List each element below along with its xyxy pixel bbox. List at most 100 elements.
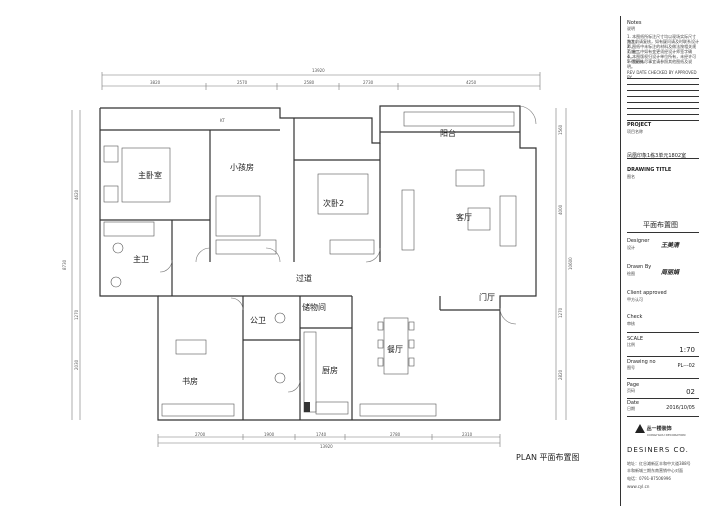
page-en: Page [627, 382, 640, 388]
floor-plan: 13920 3820 2570 2580 2730 4250 2700 1900… [62, 68, 573, 449]
address: 地址：红谷滩新区丰和中大道388号 [627, 461, 691, 466]
page-value: 02 [686, 388, 695, 396]
room-living: 客厅 [456, 212, 472, 222]
balcony-storage [403, 111, 515, 127]
notes-en: Notes [627, 20, 642, 26]
company-name-en: CONGYILOU DECORATION [647, 433, 686, 437]
project-name: 凤凰印象1栋3单元1802室 [627, 153, 687, 159]
title-block: Notes 说明 1. 本图纸所标注尺寸均以现场实际尺寸为准， 施工前请复核，如… [620, 16, 699, 506]
tv-cabinet [401, 189, 415, 251]
drawing-title-en: DRAWING TITLE [627, 167, 672, 173]
left-dim-3: 2030 [74, 359, 79, 370]
kids-bed [215, 195, 261, 237]
drawn-en: Drawn By [627, 264, 652, 270]
top-dim-5: 4250 [466, 80, 477, 85]
notes-line-6: 5. 图纸未尽事宜请参照其他图纸及说明。 [627, 59, 693, 69]
furniture [103, 111, 517, 417]
room-foyer: 门厅 [479, 292, 495, 302]
notes-line-1: 1. 本图纸所标注尺寸均以现场实际尺寸为准， [627, 34, 697, 44]
top-dim-1: 3820 [150, 80, 161, 85]
notes-line-4: 3. 施工中如有变更须经设计师签字确认。 [627, 49, 693, 59]
room-storage: 储物间 [302, 302, 326, 312]
plan-caption: PLAN 平面布置图 [516, 453, 580, 462]
date-cn: 日期 [627, 406, 635, 411]
room-bedroom2: 次卧2 [323, 198, 344, 208]
date-value: 2016/10/05 [666, 405, 695, 411]
scale-cn: 比例 [627, 342, 635, 347]
notes-line-2: 施工前请复核，如有疑问请及时联系设计师。 [627, 39, 699, 49]
date-en: Date [627, 400, 639, 406]
toilet-master [110, 276, 122, 288]
room-kids: 小孩房 [230, 162, 254, 172]
designers-co: DESINERS CO. [627, 446, 689, 454]
dining-table [383, 317, 409, 375]
room-balcony: 阳台 [440, 128, 456, 138]
right-dim-1: 1560 [558, 124, 563, 135]
check-cn: 审核 [627, 321, 635, 326]
coffee-table [467, 207, 491, 231]
bottom-dim-3: 1740 [316, 432, 327, 437]
master-bed [121, 147, 171, 203]
phone: 电话：0791-87506996 [627, 476, 671, 481]
room-dining: 餐厅 [387, 345, 403, 354]
right-total-dim: 10600 [568, 257, 573, 270]
armchair [455, 169, 485, 187]
stair-marker [304, 402, 310, 412]
top-dim-4: 2730 [363, 80, 374, 85]
kitchen-counter [303, 331, 317, 413]
bedroom2-bed [317, 173, 369, 215]
drawing-no: PL---02 [677, 363, 696, 369]
right-dim-4: 2820 [558, 369, 563, 380]
client-cn: 甲方认可 [627, 297, 643, 302]
check-en: Check [627, 314, 643, 320]
company-logo: 丛一楼装饰 CONGYILOU DECORATION [635, 424, 699, 438]
room-kitchen: 厨房 [322, 365, 338, 375]
drawing-title-cn: 图名 [627, 174, 635, 179]
drawing-no-en: Drawing no [627, 359, 656, 365]
right-dim-2: 4000 [558, 204, 563, 215]
project-cn: 项目名称 [627, 129, 643, 134]
bottom-total-dim: 13920 [320, 444, 333, 449]
drawing-no-cn: 图号 [627, 365, 635, 370]
designer-cn: 设计 [627, 245, 635, 250]
project-en: PROJECT [627, 122, 652, 128]
doors [159, 105, 537, 393]
left-total-dim: 8730 [62, 259, 67, 270]
left-dim-2: 1270 [74, 309, 79, 320]
notes-line-3: 2. 图纸中未标注的材料及做法按相关规范施工。 [627, 44, 697, 54]
study-desk [175, 339, 207, 355]
bottom-dim-5: 2310 [462, 432, 473, 437]
notes-line-5: 4. 本图版权归设计单位所有，未经许可不得复制。 [627, 54, 697, 64]
room-master-bath: 主卫 [133, 254, 149, 264]
right-dimension-line: 10600 1560 4000 1270 2820 [555, 108, 573, 420]
drawn-cn: 绘图 [627, 271, 635, 276]
room-corridor: 过道 [296, 273, 312, 283]
page-cn: 页码 [627, 388, 635, 393]
room-study: 书房 [182, 376, 198, 386]
master-wardrobe [103, 221, 155, 237]
top-total-dim: 13920 [312, 68, 325, 73]
kt-label: KT [220, 118, 225, 123]
address-2: 丰和新城三期东南营销中心对面 [627, 468, 683, 473]
bottom-dimension-line: 2700 1900 1740 2780 2310 13920 [157, 432, 501, 449]
top-dim-3: 2580 [304, 80, 315, 85]
bottom-dim-4: 2780 [390, 432, 401, 437]
scale-en: SCALE [627, 336, 644, 342]
top-dim-2: 2570 [237, 80, 248, 85]
toilet-public [274, 372, 286, 384]
bottom-dim-1: 2700 [195, 432, 206, 437]
notes-cn: 说明 [627, 26, 635, 31]
room-public-bath: 公卫 [250, 316, 266, 325]
walls [99, 105, 537, 421]
bottom-dim-2: 1900 [264, 432, 275, 437]
designer-en: Designer [627, 238, 650, 244]
designer-signature: 王美清 [661, 242, 680, 249]
scale-value: 1:70 [679, 346, 695, 354]
left-dim-1: 4620 [74, 189, 79, 200]
drawing-title: 平面布置图 [643, 221, 678, 229]
drawn-signature: 周丽娟 [661, 269, 680, 276]
sofa [499, 195, 517, 247]
website: www.cyl.cn [627, 484, 650, 489]
right-dim-3: 1270 [558, 307, 563, 318]
company-name-cn: 丛一楼装饰 [646, 426, 672, 432]
